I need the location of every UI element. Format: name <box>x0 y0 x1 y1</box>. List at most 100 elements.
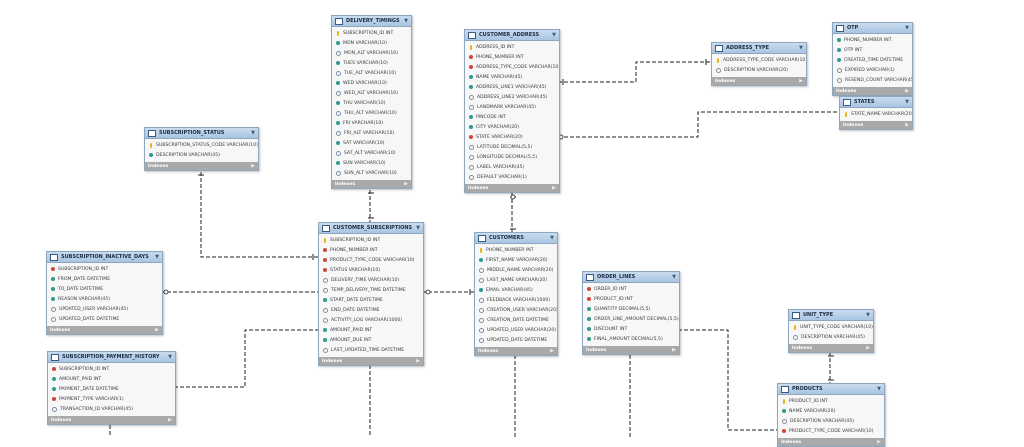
table-column[interactable]: THU VARCHAR(10) <box>332 98 411 108</box>
indexes-section[interactable]: Indexes▶ <box>840 121 912 129</box>
expand-arrow-icon[interactable]: ▶ <box>416 358 420 364</box>
table-subscription-payment-history[interactable]: SUBSCRIPTION_PAYMENT_HISTORY▼SUBSCRIPTIO… <box>47 351 176 425</box>
table-column[interactable]: FIRST_NAME VARCHAR(20) <box>475 255 557 265</box>
table-menu-chevron-icon[interactable]: ▼ <box>550 235 554 241</box>
table-column[interactable]: ORDER_ID INT <box>583 284 679 294</box>
table-column[interactable]: DISCOUNT INT <box>583 324 679 334</box>
table-column[interactable]: MON_ALT VARCHAR(10) <box>332 48 411 58</box>
table-column[interactable]: PINCODE INT <box>465 112 559 122</box>
table-menu-chevron-icon[interactable]: ▼ <box>168 354 172 360</box>
table-column[interactable]: RESEND_COUNT VARCHAR(45) <box>833 75 912 85</box>
table-header[interactable]: SUBSCRIPTION_STATUS▼ <box>145 128 258 139</box>
table-subscription-inactive-days[interactable]: SUBSCRIPTION_INACTIVE_DAYS▼SUBSCRIPTION_… <box>46 251 163 335</box>
table-column[interactable]: PRODUCT_TYPE_CODE VARCHAR(10) <box>778 426 884 436</box>
table-column[interactable]: MON VARCHAR(10) <box>332 38 411 48</box>
indexes-section[interactable]: Indexes▶ <box>145 162 258 170</box>
expand-arrow-icon[interactable]: ▶ <box>251 163 255 169</box>
expand-arrow-icon[interactable]: ▶ <box>672 347 676 353</box>
table-column[interactable]: QUANTITY DECIMAL(5,5) <box>583 304 679 314</box>
table-header[interactable]: SUBSCRIPTION_PAYMENT_HISTORY▼ <box>48 352 175 363</box>
relationship-line-address-states[interactable] <box>558 111 839 138</box>
table-column[interactable]: SUBSCRIPTION_ID INT <box>47 264 162 274</box>
table-column[interactable]: OTP INT <box>833 45 912 55</box>
table-menu-chevron-icon[interactable]: ▼ <box>905 25 909 31</box>
table-column[interactable]: FEEDBACK VARCHAR(1000) <box>475 295 557 305</box>
table-column[interactable]: ADDRESS_TYPE_CODE VARCHAR(10) <box>465 62 559 72</box>
table-column[interactable]: PRODUCT_ID INT <box>778 396 884 406</box>
indexes-section[interactable]: Indexes▶ <box>475 347 557 355</box>
table-column[interactable]: LAST_UPDATED_TIME DATETIME <box>319 345 423 355</box>
table-column[interactable]: REASON VARCHAR(45) <box>47 294 162 304</box>
table-header[interactable]: CUSTOMERS▼ <box>475 233 557 244</box>
table-menu-chevron-icon[interactable]: ▼ <box>905 99 909 105</box>
table-menu-chevron-icon[interactable]: ▼ <box>416 225 420 231</box>
table-column[interactable]: CREATED_TIME DATETIME <box>833 55 912 65</box>
relationship-line-order-lines-products[interactable] <box>678 329 777 431</box>
table-header[interactable]: ADDRESS_TYPE▼ <box>712 43 806 54</box>
expand-arrow-icon[interactable]: ▶ <box>550 348 554 354</box>
table-column[interactable]: DESCRIPTION VARCHAR(45) <box>778 416 884 426</box>
table-states[interactable]: STATES▼STATE_NAME VARCHAR(20)Indexes▶ <box>839 96 913 130</box>
table-header[interactable]: SUBSCRIPTION_INACTIVE_DAYS▼ <box>47 252 162 263</box>
indexes-section[interactable]: Indexes▶ <box>319 357 423 365</box>
relationship-line-payment-subscriptions[interactable] <box>174 329 318 388</box>
table-column[interactable]: PHONE_NUMBER INT <box>319 245 423 255</box>
table-menu-chevron-icon[interactable]: ▼ <box>404 18 408 24</box>
table-column[interactable]: LAST_NAME VARCHAR(20) <box>475 275 557 285</box>
table-menu-chevron-icon[interactable]: ▼ <box>866 312 870 318</box>
table-column[interactable]: SUBSCRIPTION_ID INT <box>48 364 175 374</box>
expand-arrow-icon[interactable]: ▶ <box>404 181 408 187</box>
table-column[interactable]: SUN VARCHAR(10) <box>332 158 411 168</box>
table-column[interactable]: PAYMENT_TYPE VARCHAR(1) <box>48 394 175 404</box>
table-column[interactable]: TUES VARCHAR(10) <box>332 58 411 68</box>
table-column[interactable]: START_DATE DATETIME <box>319 295 423 305</box>
table-column[interactable]: LONGITUDE DECIMAL(5,5) <box>465 152 559 162</box>
table-column[interactable]: PHONE_NUMBER INT <box>475 245 557 255</box>
table-column[interactable]: ADDRESS_LINE2 VARCHAR(45) <box>465 92 559 102</box>
table-column[interactable]: SUBSCRIPTION_ID INT <box>332 28 411 38</box>
table-column[interactable]: UNIT_TYPE_CODE VARCHAR(10) <box>789 322 873 332</box>
table-column[interactable]: ADDRESS_LINE1 VARCHAR(45) <box>465 82 559 92</box>
table-column[interactable]: ADDRESS_ID INT <box>465 42 559 52</box>
table-subscription-status[interactable]: SUBSCRIPTION_STATUS▼SUBSCRIPTION_STATUS_… <box>144 127 259 171</box>
table-column[interactable]: STATUS VARCHAR(10) <box>319 265 423 275</box>
table-column[interactable]: DESCRIPTION VARCHAR(45) <box>789 332 873 342</box>
table-address-type[interactable]: ADDRESS_TYPE▼ADDRESS_TYPE_CODE VARCHAR(1… <box>711 42 807 86</box>
table-menu-chevron-icon[interactable]: ▼ <box>799 45 803 51</box>
table-column[interactable]: LATITUDE DECIMAL(5,5) <box>465 142 559 152</box>
indexes-section[interactable]: Indexes▶ <box>47 326 162 334</box>
relationship-line-status-subscriptions[interactable] <box>200 172 318 258</box>
table-column[interactable]: PRODUCT_ID INT <box>583 294 679 304</box>
table-column[interactable]: SUBSCRIPTION_ID INT <box>319 235 423 245</box>
table-column[interactable]: FRI_ALT VARCHAR(10) <box>332 128 411 138</box>
table-menu-chevron-icon[interactable]: ▼ <box>877 386 881 392</box>
table-column[interactable]: AMOUNT_PAID INT <box>319 325 423 335</box>
table-column[interactable]: THU_ALT VARCHAR(10) <box>332 108 411 118</box>
table-column[interactable]: PRODUCT_TYPE_CODE VARCHAR(10) <box>319 255 423 265</box>
table-column[interactable]: ACTIVITY_LOG VARCHAR(1000) <box>319 315 423 325</box>
table-menu-chevron-icon[interactable]: ▼ <box>672 274 676 280</box>
table-column[interactable]: LABEL VARCHAR(45) <box>465 162 559 172</box>
expand-arrow-icon[interactable]: ▶ <box>877 439 881 445</box>
table-column[interactable]: PHONE_NUMBER INT <box>833 35 912 45</box>
table-header[interactable]: PRODUCTS▼ <box>778 384 884 395</box>
table-column[interactable]: STATE_NAME VARCHAR(20) <box>840 109 912 119</box>
table-column[interactable]: SAT VARCHAR(10) <box>332 138 411 148</box>
table-column[interactable]: CITY VARCHAR(20) <box>465 122 559 132</box>
table-column[interactable]: NAME VARCHAR(45) <box>465 72 559 82</box>
indexes-section[interactable]: Indexes▶ <box>712 77 806 85</box>
table-column[interactable]: DESCRIPTION VARCHAR(20) <box>712 65 806 75</box>
table-column[interactable]: EMAIL VARCHAR(45) <box>475 285 557 295</box>
table-column[interactable]: DESCRIPTION VARCHAR(45) <box>145 150 258 160</box>
table-column[interactable]: FRI VARCHAR(10) <box>332 118 411 128</box>
expand-arrow-icon[interactable]: ▶ <box>905 88 909 94</box>
table-header[interactable]: CUSTOMER_ADDRESS▼ <box>465 30 559 41</box>
indexes-section[interactable]: Indexes▶ <box>48 416 175 424</box>
table-column[interactable]: ADDRESS_TYPE_CODE VARCHAR(10) <box>712 55 806 65</box>
table-menu-chevron-icon[interactable]: ▼ <box>251 130 255 136</box>
table-column[interactable]: WED VARCHAR(10) <box>332 78 411 88</box>
